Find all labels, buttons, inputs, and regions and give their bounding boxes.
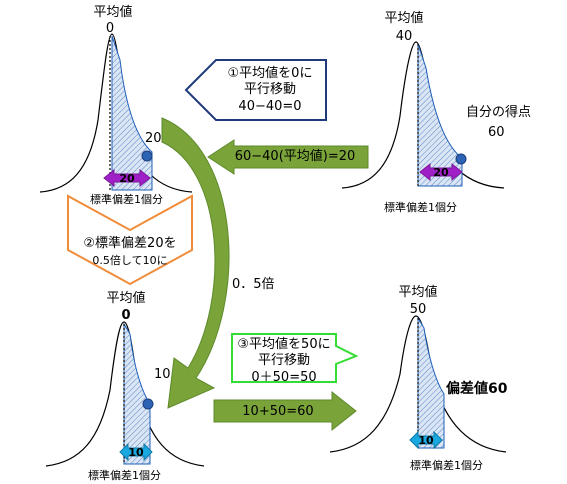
step3-callout-shape xyxy=(231,333,359,383)
step1-callout: ①平均値を0に 平行移動 40−40=0 xyxy=(214,66,326,115)
bottom-left-point-value: 10 xyxy=(154,367,171,382)
top-right-point-value: 60 xyxy=(488,125,505,140)
step2-callout-shape xyxy=(67,194,193,286)
step1-line3: 40−40=0 xyxy=(238,98,302,114)
curve-top-right xyxy=(341,41,505,189)
step1-line2: 平行移動 xyxy=(243,82,296,98)
step2-callout: ②標準偏差20を 0.5倍して10に xyxy=(72,236,188,268)
top-right-sd-label: 標準偏差1個分 xyxy=(384,201,457,214)
step3-line3: 0＋50=50 xyxy=(251,369,317,385)
span-arrow-bottom-left xyxy=(119,442,153,462)
span-arrow-bottom-right xyxy=(409,430,443,450)
step1-line1: ①平均値を0に xyxy=(227,66,313,81)
curve-bottom-left xyxy=(45,321,205,467)
curve-bottom-right xyxy=(329,315,507,453)
top-right-span-value: 20 xyxy=(433,166,449,179)
span-arrow-top-left xyxy=(103,168,151,188)
top-left-mean-value: 0 xyxy=(105,21,115,36)
bottom-right-span-value: 10 xyxy=(418,434,434,447)
top-left-span-value: 20 xyxy=(119,172,135,185)
curve-top-left xyxy=(39,33,193,193)
bottom-left-mean-label: 平均値 xyxy=(106,291,146,306)
bottom-left-mean-value: 0 xyxy=(121,308,131,323)
arrow-top-label: 60−40(平均値)=20 xyxy=(234,149,356,164)
bottom-right-mean-label: 平均値 xyxy=(398,285,438,300)
step1-callout-shape xyxy=(184,59,327,121)
bottom-left-sd-label: 標準偏差1個分 xyxy=(88,469,161,482)
step3-line1: ③平均値を50に xyxy=(237,337,331,352)
curved-arrow-shape xyxy=(161,117,230,409)
half-label: 0．5倍 xyxy=(232,277,275,292)
arrow-top-shape xyxy=(207,139,369,175)
bottom-left-span-value: 10 xyxy=(128,446,144,459)
step2-line2: 0.5倍して10に xyxy=(92,254,168,268)
top-right-mean-value: 40 xyxy=(395,29,413,44)
bottom-right-mean-value: 50 xyxy=(409,302,427,317)
arrow-bottom-shape xyxy=(213,390,357,432)
arrow-bottom-label: 10+50=60 xyxy=(242,404,314,419)
top-right-mean-label: 平均値 xyxy=(384,11,424,26)
step2-line1: ②標準偏差20を xyxy=(83,236,177,251)
own-score-label: 自分の得点 xyxy=(466,105,532,120)
top-left-point-value: 20 xyxy=(145,131,162,146)
bottom-right-sd-label: 標準偏差1個分 xyxy=(410,459,483,472)
step3-line2: 平行移動 xyxy=(257,353,310,369)
span-arrow-top-right xyxy=(419,162,463,182)
deviation-value-label: 偏差値60 xyxy=(446,381,508,397)
top-left-sd-label: 標準偏差1個分 xyxy=(90,193,163,206)
top-left-mean-label: 平均値 xyxy=(93,5,133,20)
step3-callout: ③平均値を50に 平行移動 0＋50=50 xyxy=(232,337,336,386)
